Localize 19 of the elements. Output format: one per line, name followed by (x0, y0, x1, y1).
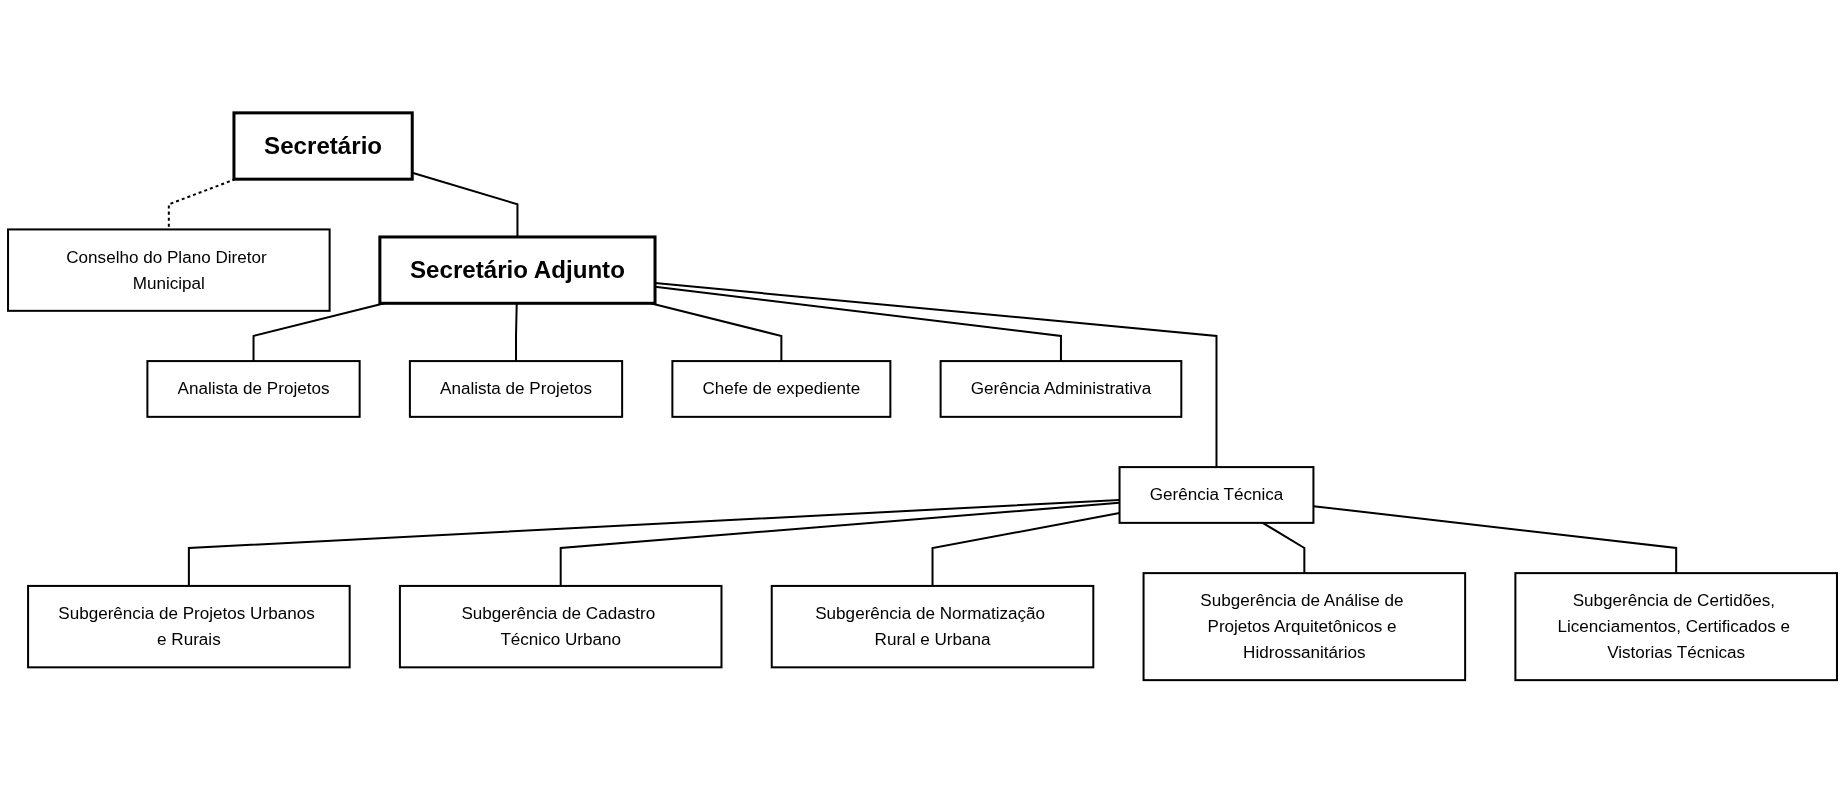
node-box: Chefe de expediente (671, 360, 892, 418)
node-box: Secretário Adjunto (378, 235, 657, 305)
node-box: Subgerência de Normatização Rural e Urbana (770, 584, 1095, 669)
connector (1262, 522, 1306, 574)
node-box: Subgerência de Análise de Projetos Arquitetônicos e Hidrossanitários (1142, 572, 1467, 682)
node-box: Conselho do Plano Diretor Municipal (7, 228, 331, 312)
node-box: Gerência Administrativa (939, 360, 1183, 418)
connector (1313, 505, 1678, 574)
node-box: Analista de Projetos (146, 360, 361, 418)
node-box: Subgerência de Projetos Urbanos e Rurais (27, 584, 351, 669)
node-box: Subgerência de Certidões, Licenciamentos, Certificados e Vistorias Técnicas (1514, 572, 1838, 682)
node-box: Analista de Projetos (408, 360, 624, 418)
connector (515, 303, 518, 362)
node-box: Secretário (232, 111, 414, 181)
node-box: Subgerência de Cadastro Técnico Urbano (398, 584, 723, 669)
node-box: Gerência Técnica (1118, 466, 1315, 524)
connector (559, 501, 1120, 586)
connector (187, 498, 1120, 586)
connector (931, 512, 1120, 586)
